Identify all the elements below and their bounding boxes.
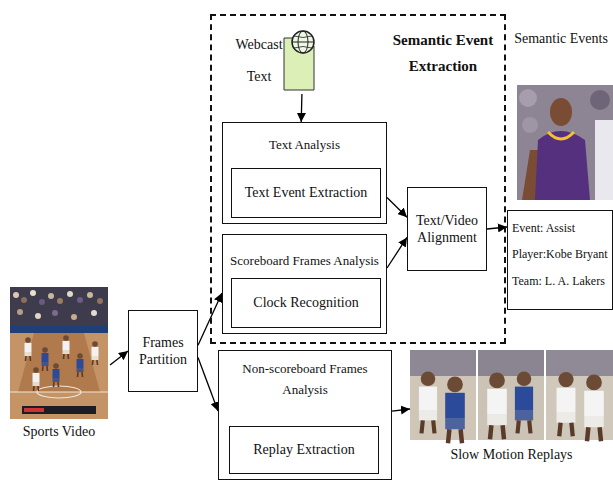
node-label: Webcast Text [234,29,284,93]
node-label: Player:Kobe Bryant [512,247,608,261]
replay-frames [410,350,613,443]
group-region: Semantic Event Extraction Webcast TextTex… [210,14,506,344]
text-group: Clock Recognition [232,279,380,327]
node-label: Sports Video [8,424,110,441]
node-label: Non-scoreboard Frames Analysis [222,359,388,401]
video-frame [10,287,108,419]
analysis-box: Non-scoreboard Frames AnalysisReplay Ext… [218,350,392,480]
analysis-box: Text AnalysisText Event Extraction [222,122,387,224]
text-group: Semantic Event Extraction [387,28,499,79]
process-box: Text/Video Alignment [407,187,487,271]
node-label: Scoreboard Frames Analysis [226,251,383,272]
process-box: Clock Recognition [231,278,381,328]
process-box: Frames Partition [128,310,198,392]
text-group: Text Event Extraction [232,169,380,217]
webcast-icon [284,31,314,90]
replay-strip: Slow Motion Replays [410,350,613,468]
node-label: Text Event Extraction [245,184,368,202]
analysis-box: Scoreboard Frames AnalysisClock Recognit… [222,234,387,334]
text-group: Scoreboard Frames Analysis [223,235,386,272]
flow-arrow [387,237,407,268]
flow-arrow [387,197,407,217]
webcast-source: Webcast Text [234,28,320,94]
event-box: Event: AssistPlayer:Kobe BryantTeam: L. … [507,210,613,310]
text-group: Sports Video [8,424,110,445]
text-group: Non-scoreboard Frames Analysis [219,351,391,401]
text-group: Text Analysis [223,123,386,156]
video-thumbnail: Sports Video [8,285,110,445]
flow-arrow [110,351,128,365]
event-photo [517,85,613,200]
flow-arrow [392,409,410,411]
text-group: Slow Motion Replays [410,447,613,468]
text-group: Frames Partition [129,311,197,391]
node-label: Clock Recognition [253,294,358,312]
node-label: Text Analysis [226,135,383,156]
node-label: Slow Motion Replays [410,447,613,464]
text-group: Webcast Text [234,28,284,94]
node-label: Team: L. A. Lakers [512,274,605,288]
node-label: Frames Partition [133,334,193,369]
flow-arrow [301,94,303,122]
process-box: Text Event Extraction [231,168,381,218]
text-group: Event: AssistPlayer:Kobe BryantTeam: L. … [508,211,612,309]
section-label: Semantic Events [513,31,609,47]
node-label: Replay Extraction [253,441,354,459]
flow-arrow [198,358,218,412]
flow-arrow [487,227,507,229]
node-label: Event: Assist [512,221,575,235]
text-group: Replay Extraction [230,427,378,473]
node-label: Text/Video Alignment [412,212,482,247]
node-label: Semantic Event Extraction [387,28,499,79]
text-group: Text/Video Alignment [408,188,486,270]
process-box: Replay Extraction [229,426,379,474]
